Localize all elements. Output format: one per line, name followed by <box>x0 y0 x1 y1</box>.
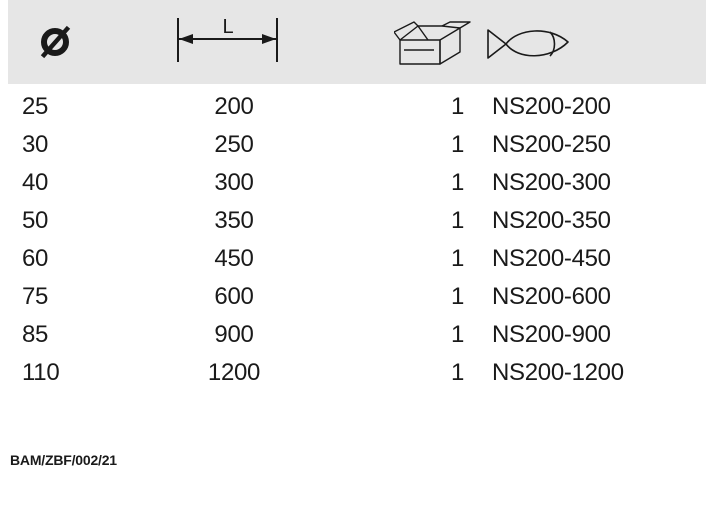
quantity-cell: 1 <box>450 321 464 348</box>
product-table: 25 200 1 NS200-200 30 250 1 NS200-250 40… <box>8 88 706 392</box>
quantity-cell: 1 <box>450 359 464 386</box>
diameter-cell: 25 <box>22 93 49 120</box>
length-cell: 600 <box>214 283 254 310</box>
length-cell: 900 <box>214 321 254 348</box>
product-code-cell: NS200-250 <box>492 131 611 158</box>
table-row: 85 900 1 NS200-900 <box>8 316 706 354</box>
product-code-cell: NS200-1200 <box>492 359 624 386</box>
table-header: L <box>8 0 706 84</box>
fish-icon <box>484 24 572 64</box>
diameter-cell: 40 <box>22 169 49 196</box>
length-icon: L <box>176 14 280 66</box>
diameter-cell: 110 <box>22 359 60 386</box>
product-code-cell: NS200-300 <box>492 169 611 196</box>
table-row: 25 200 1 NS200-200 <box>8 88 706 126</box>
length-cell: 350 <box>214 207 254 234</box>
quantity-cell: 1 <box>450 207 464 234</box>
table-row: 30 250 1 NS200-250 <box>8 126 706 164</box>
diameter-cell: 30 <box>22 131 49 158</box>
length-cell: 250 <box>214 131 254 158</box>
diameter-cell: 50 <box>22 207 49 234</box>
box-icon <box>393 20 476 68</box>
quantity-cell: 1 <box>450 283 464 310</box>
table-row: 60 450 1 NS200-450 <box>8 240 706 278</box>
length-cell: 200 <box>214 93 254 120</box>
product-code-cell: NS200-350 <box>492 207 611 234</box>
document-reference: BAM/ZBF/002/21 <box>10 452 117 468</box>
diameter-icon <box>36 22 76 62</box>
table-row: 75 600 1 NS200-600 <box>8 278 706 316</box>
quantity-cell: 1 <box>450 169 464 196</box>
product-code-cell: NS200-200 <box>492 93 611 120</box>
product-code-cell: NS200-450 <box>492 245 611 272</box>
table-row: 50 350 1 NS200-350 <box>8 202 706 240</box>
table-row: 40 300 1 NS200-300 <box>8 164 706 202</box>
table-row: 110 1200 1 NS200-1200 <box>8 354 706 392</box>
quantity-cell: 1 <box>450 93 464 120</box>
diameter-cell: 85 <box>22 321 49 348</box>
length-label: L <box>222 16 234 38</box>
quantity-cell: 1 <box>450 131 464 158</box>
length-cell: 1200 <box>207 359 261 386</box>
length-cell: 450 <box>214 245 254 272</box>
length-cell: 300 <box>214 169 254 196</box>
product-code-cell: NS200-900 <box>492 321 611 348</box>
diameter-cell: 60 <box>22 245 49 272</box>
quantity-cell: 1 <box>450 245 464 272</box>
product-code-cell: NS200-600 <box>492 283 611 310</box>
diameter-cell: 75 <box>22 283 49 310</box>
